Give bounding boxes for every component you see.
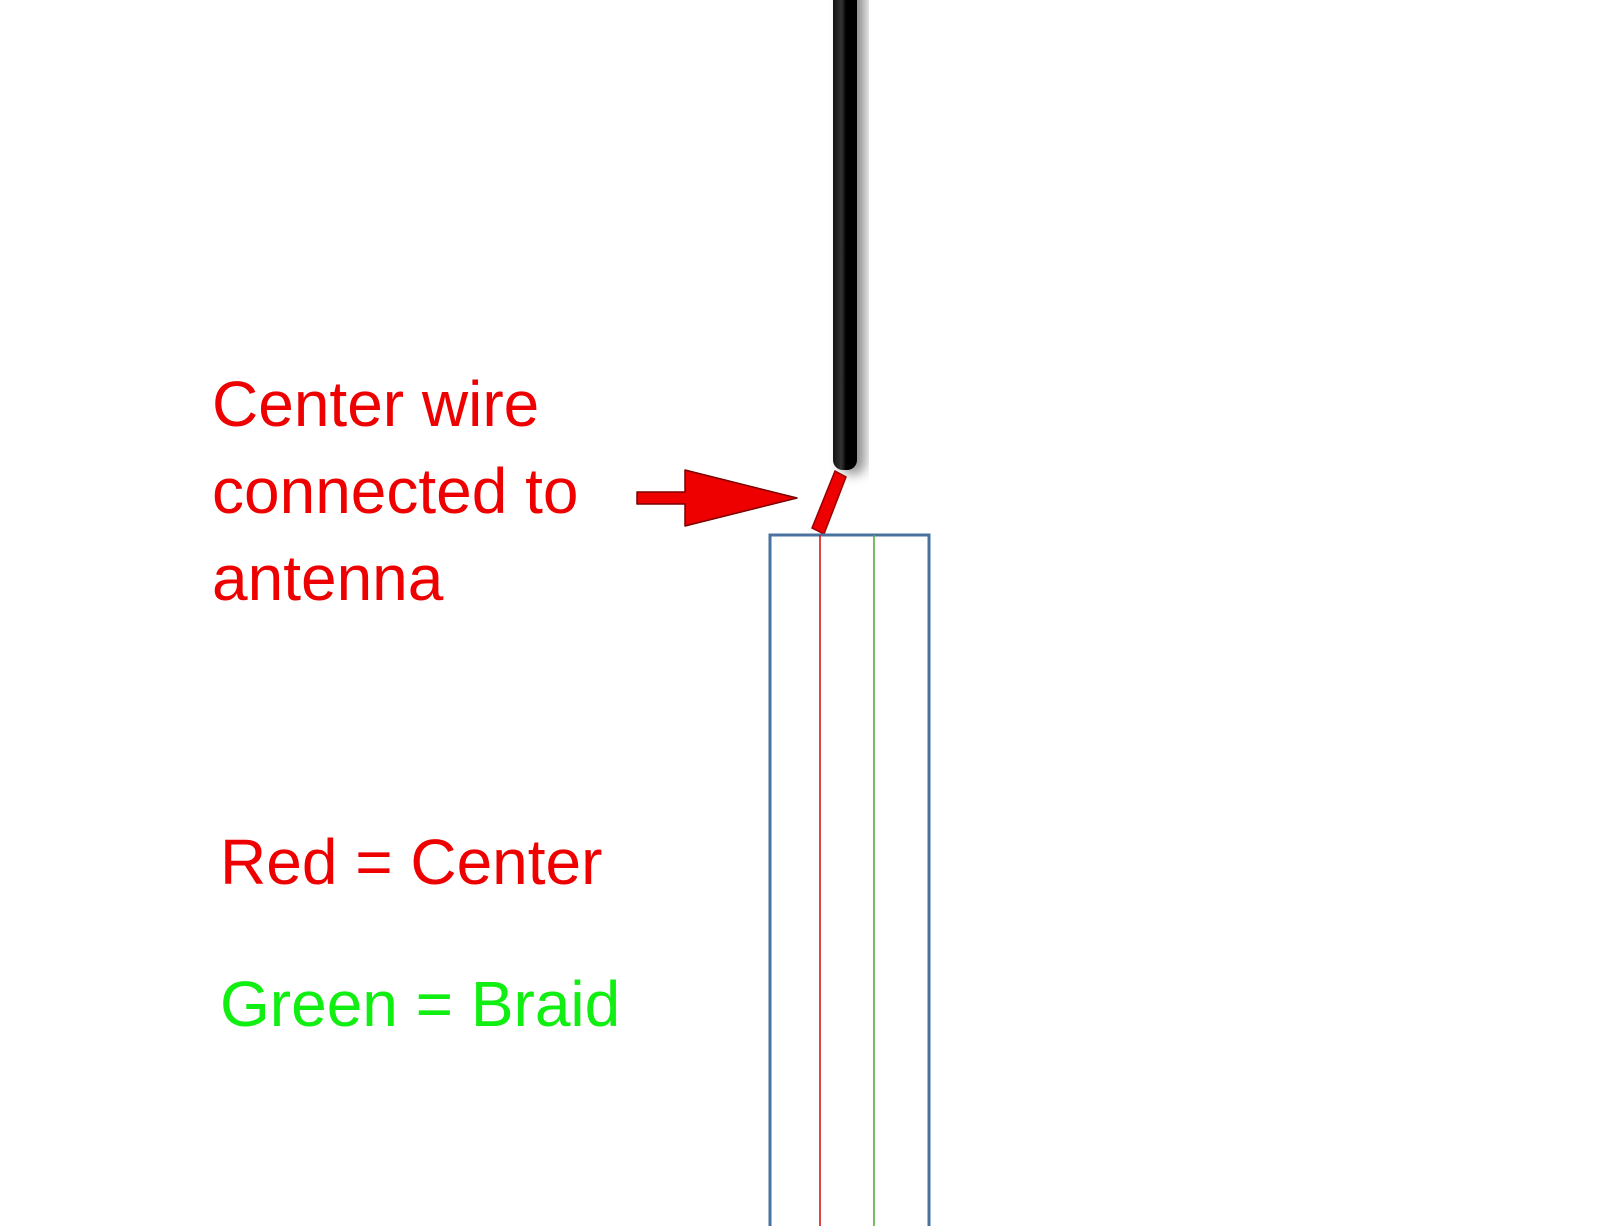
legend-green-braid: Green = Braid <box>220 968 621 1040</box>
callout-line-1: Center wire <box>212 368 540 440</box>
arrow-icon <box>636 469 798 527</box>
callout-line-3: antenna <box>212 542 444 614</box>
legend-red-center: Red = Center <box>220 826 603 898</box>
center-wire-connector <box>811 469 847 536</box>
coax-cable <box>768 533 931 1226</box>
antenna-rod <box>833 0 857 470</box>
callout-text: Center wire connected to antenna <box>212 372 579 633</box>
callout-line-2: connected to <box>212 455 579 527</box>
